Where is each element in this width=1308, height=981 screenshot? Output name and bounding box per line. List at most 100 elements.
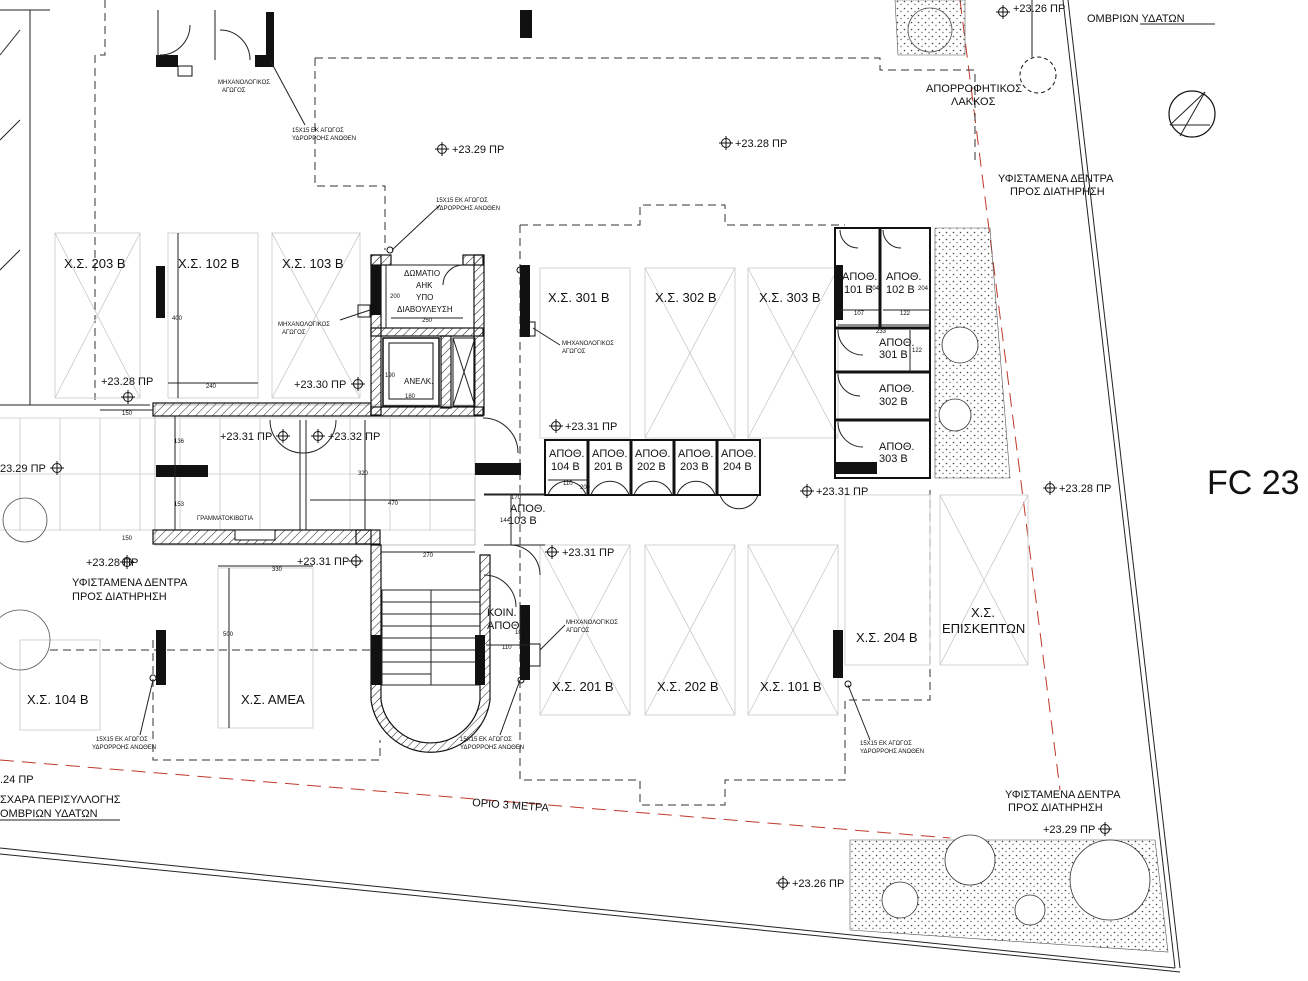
storage-label: ΑΠΟΘ. xyxy=(879,441,914,453)
level-text: +23.28 ΠΡ xyxy=(1059,483,1111,495)
setback-note: ΟΡΙΟ 3 ΜΕΤΡΑ xyxy=(472,797,550,814)
absorption-pit-note: ΛΑΚΚΟΣ xyxy=(951,96,996,108)
staircase xyxy=(381,589,481,686)
level-text: +23.31 ΠΡ xyxy=(220,431,272,443)
parking-label: Χ.Σ. 302 Β xyxy=(655,290,717,305)
dim-label: 100 xyxy=(515,630,526,636)
north-arrow xyxy=(1168,90,1216,138)
storage-label: ΑΠΟΘ. xyxy=(842,271,877,283)
dim-label: 233 xyxy=(876,329,887,335)
parking-label: Χ.Σ. ΑΜΕΑ xyxy=(241,692,305,707)
drain-note: ΥΔΡΟΡΡΟΗΣ ΑΝΩΘΕΝ xyxy=(460,745,524,751)
dim-label: 144 xyxy=(500,518,511,524)
level-text: +23.26 ΠΡ xyxy=(1013,3,1065,15)
trees-note: ΥΦΙΣΤΑΜΕΝΑ ΔΕΝΤΡΑ xyxy=(72,577,188,589)
electric-room-label: ΔΙΑΒΟΥΛΕΥΣΗ xyxy=(397,305,453,314)
storage-label: ΑΠΟΘ. xyxy=(510,503,545,515)
drain-note: ΥΔΡΟΡΡΟΗΣ ΑΝΩΘΕΝ xyxy=(436,206,500,212)
storage-label: ΑΠΟΘ. xyxy=(678,448,713,460)
electric-room xyxy=(391,264,464,286)
level-text: +23.30 ΠΡ xyxy=(294,379,346,391)
dim-label: 122 xyxy=(912,348,923,354)
level-text: +23.26 ΠΡ xyxy=(792,878,844,890)
absorption-pit xyxy=(1019,56,1057,94)
storage-label: 104 Β xyxy=(551,461,580,473)
parking-spaces xyxy=(19,232,1029,731)
dim-label: 400 xyxy=(172,316,183,322)
elevator-dim: 190 xyxy=(385,373,396,379)
storage-label: ΑΠΟΘ. xyxy=(549,448,584,460)
building-outline xyxy=(50,0,976,806)
trees-note: ΠΡΟΣ ΔΙΑΤΗΡΗΣΗ xyxy=(1010,186,1105,198)
mech-duct-note: ΜΗΧΑΝΟΛΟΓΙΚΟΣ xyxy=(278,322,330,328)
dim-label: 200 xyxy=(390,294,401,300)
dim-label: 150 xyxy=(122,536,133,542)
mech-duct-note: ΑΓΩΓΟΣ xyxy=(282,330,306,336)
level-text: .24 ΠΡ xyxy=(0,774,34,786)
mech-duct-note: ΜΗΧΑΝΟΛΟΓΙΚΟΣ xyxy=(562,341,614,347)
dimension-labels: 240 150 136 153 150 330 500 470 320 270 … xyxy=(122,286,929,651)
storage-walls xyxy=(482,227,931,608)
dim-label: 110 xyxy=(502,645,512,651)
drain-leaders xyxy=(139,59,871,741)
dim-label: 153 xyxy=(174,502,185,508)
storage-labels: ΑΠΟΘ. 101 Β ΑΠΟΘ. 102 Β ΑΠΟΘ. 301 Β ΑΠΟΘ… xyxy=(487,271,921,632)
storm-water-note: ΟΜΒΡΙΩΝ ΥΔΑΤΩΝ xyxy=(1087,13,1185,25)
dim-label: 200 xyxy=(580,485,591,491)
parking-label: Χ.Σ. xyxy=(971,605,995,620)
level-labels: +23.29 ΠΡ +23.28 ΠΡ +23.28 ΠΡ +23.30 ΠΡ … xyxy=(0,138,1111,890)
storage-label: ΑΠΟΘ. xyxy=(592,448,627,460)
room-labels: ΔΩΜΑΤΙΟ ΑΗΚ ΥΠΟ ΔΙΑΒΟΥΛΕΥΣΗ ΑΝΕΛΚ. 180 1… xyxy=(197,269,453,522)
storage-label: ΑΠΟΘ. xyxy=(721,448,756,460)
storage-label: 202 Β xyxy=(637,461,666,473)
level-text: +23.31 ΠΡ xyxy=(816,486,868,498)
drain-note: 15Χ15 ΕΚ ΑΓΩΓΟΣ xyxy=(860,741,912,747)
trees-note: ΠΡΟΣ ΔΙΑΤΗΡΗΣΗ xyxy=(1008,802,1103,814)
mech-duct-note: ΑΓΩΓΟΣ xyxy=(562,349,586,355)
parking-label: ΕΠΙΣΚΕΠΤΩΝ xyxy=(942,621,1025,636)
sheet-label: FC 23 xyxy=(1207,464,1300,502)
storage-label: ΑΠΟΘ. xyxy=(886,271,921,283)
electric-room-label: ΥΠΟ xyxy=(416,293,433,302)
parking-label: Χ.Σ. 202 Β xyxy=(657,679,719,694)
dim-label: 240 xyxy=(206,384,217,390)
elevator-label: ΑΝΕΛΚ. xyxy=(404,377,433,386)
dim-label: 500 xyxy=(223,632,234,638)
level-text: +23.28 ΠΡ xyxy=(101,376,153,388)
storage-label: 201 Β xyxy=(594,461,623,473)
level-text: +23.28 ΠΡ xyxy=(735,138,787,150)
dim-label: 107 xyxy=(854,311,865,317)
elevator xyxy=(382,337,476,407)
level-text: +23.29 ΠΡ xyxy=(1043,824,1095,836)
storage-label: 301 Β xyxy=(879,349,908,361)
trees-note: ΠΡΟΣ ΔΙΑΤΗΡΗΣΗ xyxy=(72,591,167,603)
parking-labels: Χ.Σ. 203 Β Χ.Σ. 102 Β Χ.Σ. 103 Β Χ.Σ. 30… xyxy=(27,256,1025,707)
trees-note: ΥΦΙΣΤΑΜΕΝΑ ΔΕΝΤΡΑ xyxy=(998,173,1114,185)
parking-label: Χ.Σ. 104 Β xyxy=(27,692,89,707)
parking-label: Χ.Σ. 204 Β xyxy=(856,630,918,645)
level-text: +23.28 ΠΡ xyxy=(86,557,138,569)
mech-duct-note: ΑΓΩΓΟΣ xyxy=(566,628,590,634)
mailbox-label: ΓΡΑΜΜΑΤΟΚΙΒΩΤΙΑ xyxy=(197,516,253,522)
tree-areas xyxy=(0,0,1169,953)
annotations: ΜΗΧΑΝΟΛΟΓΙΚΟΣ ΑΓΩΓΟΣ ΜΗΧΑΝΟΛΟΓΙΚΟΣ ΑΓΩΓΟ… xyxy=(0,3,1300,820)
drain-note: 15Χ15 ΕΚ ΑΓΩΓΟΣ xyxy=(436,198,488,204)
drain-note: ΥΔΡΟΡΡΟΗΣ ΑΝΩΘΕΝ xyxy=(292,136,356,142)
trees-note: ΥΦΙΣΤΑΜΕΝΑ ΔΕΝΤΡΑ xyxy=(1005,789,1121,801)
parking-label: Χ.Σ. 301 Β xyxy=(548,290,610,305)
storage-label: ΑΠΟΘ. xyxy=(879,383,914,395)
dim-label: 122 xyxy=(900,311,911,317)
corridor xyxy=(0,404,476,546)
dim-label: 330 xyxy=(272,567,283,573)
mech-duct-note: ΜΗΧΑΝΟΛΟΓΙΚΟΣ xyxy=(566,620,618,626)
mech-duct-note: ΜΗΧΑΝΟΛΟΓΙΚΟΣ xyxy=(218,80,270,86)
drain-note: 15Χ15 ΕΚ ΑΓΩΓΟΣ xyxy=(292,128,344,134)
parking-label: Χ.Σ. 101 Β xyxy=(760,679,822,694)
parking-label: Χ.Σ. 201 Β xyxy=(552,679,614,694)
level-text: +23.31 ΠΡ xyxy=(297,556,349,568)
property-boundary xyxy=(0,0,1181,973)
storage-label: 302 Β xyxy=(879,396,908,408)
mech-ducts xyxy=(339,304,566,667)
dim-label: 110 xyxy=(563,481,573,487)
left-edge xyxy=(0,9,1215,821)
